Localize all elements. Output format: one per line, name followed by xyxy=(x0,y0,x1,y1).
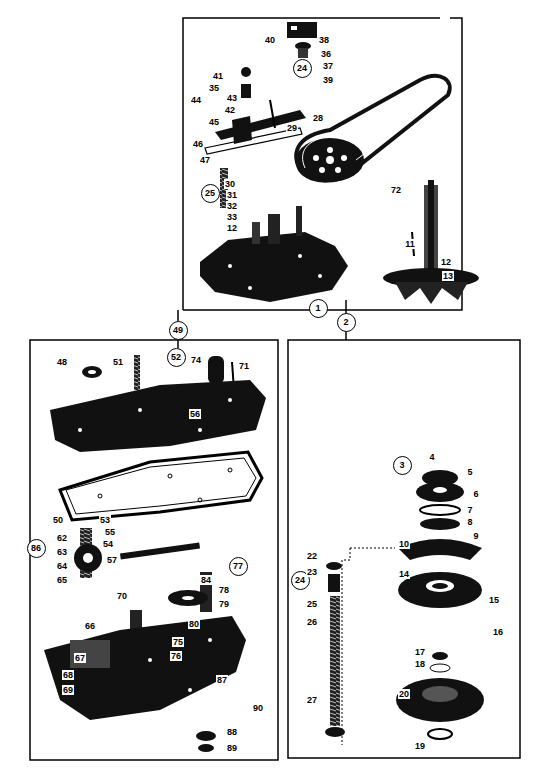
callout-number: 50 xyxy=(52,515,64,525)
callout-number: 64 xyxy=(56,561,68,571)
callout-number: 36 xyxy=(320,49,332,59)
callout-number: 51 xyxy=(112,357,124,367)
callout-number: 43 xyxy=(226,93,238,103)
callout-circle: 24 xyxy=(293,59,312,78)
callout-number: 54 xyxy=(102,539,114,549)
callout-number: 66 xyxy=(84,621,96,631)
callout-circle: 52 xyxy=(167,348,186,367)
callout-number: 42 xyxy=(224,105,236,115)
callout-number: 87 xyxy=(216,675,228,685)
callout-number: 49 xyxy=(173,325,183,335)
callout-number: 12 xyxy=(226,223,238,233)
callout-number: 74 xyxy=(190,355,202,365)
callout-number: 19 xyxy=(414,741,426,751)
callout-number: 80 xyxy=(188,619,200,629)
callout-number: 37 xyxy=(322,61,334,71)
callout-number: 55 xyxy=(104,527,116,537)
callout-number: 35 xyxy=(208,83,220,93)
callout-number: 68 xyxy=(62,670,74,680)
callout-number: 67 xyxy=(74,653,86,663)
callout-number: 46 xyxy=(192,139,204,149)
callout-number: 71 xyxy=(238,361,250,371)
callout-number: 88 xyxy=(226,727,238,737)
callout-number: 25 xyxy=(306,599,318,609)
callout-number: 5 xyxy=(466,467,473,477)
panel-frames xyxy=(30,18,520,760)
callout-number: 24 xyxy=(297,63,307,73)
callout-number: 2 xyxy=(343,317,348,327)
callout-number: 41 xyxy=(212,71,224,81)
callout-number: 77 xyxy=(233,561,243,571)
callout-number: 56 xyxy=(189,409,201,419)
callout-number: 16 xyxy=(492,627,504,637)
callout-number: 23 xyxy=(306,567,318,577)
callout-number: 79 xyxy=(218,599,230,609)
callout-number: 48 xyxy=(56,357,68,367)
callout-number: 7 xyxy=(466,505,473,515)
callout-number: 15 xyxy=(488,595,500,605)
callout-number: 1 xyxy=(315,303,320,313)
callout-number: 8 xyxy=(466,517,473,527)
right-assembly xyxy=(325,470,484,745)
callout-number: 9 xyxy=(472,531,479,541)
callout-number: 39 xyxy=(322,75,334,85)
callout-number: 3 xyxy=(399,460,404,470)
callout-number: 24 xyxy=(295,575,305,585)
callout-number: 10 xyxy=(398,539,410,549)
callout-number: 52 xyxy=(171,352,181,362)
callout-number: 25 xyxy=(205,188,215,198)
callout-number: 38 xyxy=(318,35,330,45)
callout-number: 28 xyxy=(312,113,324,123)
callout-number: 32 xyxy=(226,201,238,211)
callout-number: 76 xyxy=(170,651,182,661)
callout-number: 47 xyxy=(199,155,211,165)
callout-number: 78 xyxy=(218,585,230,595)
callout-number: 70 xyxy=(116,591,128,601)
callout-number: 53 xyxy=(99,515,111,525)
top-assembly xyxy=(200,22,479,304)
callout-number: 6 xyxy=(472,489,479,499)
callout-number: 90 xyxy=(252,703,264,713)
callout-number: 4 xyxy=(428,452,435,462)
callout-number: 26 xyxy=(306,617,318,627)
callout-number: 13 xyxy=(442,271,454,281)
callout-number: 40 xyxy=(264,35,276,45)
callout-number: 65 xyxy=(56,575,68,585)
callout-number: 86 xyxy=(31,543,41,553)
callout-number: 89 xyxy=(226,743,238,753)
callout-number: 30 xyxy=(224,179,236,189)
callout-number: 20 xyxy=(398,689,410,699)
callout-number: 11 xyxy=(404,239,416,249)
callout-number: 33 xyxy=(226,212,238,222)
left-assembly xyxy=(44,355,266,752)
callout-number: 45 xyxy=(208,117,220,127)
callout-number: 44 xyxy=(190,95,202,105)
callout-circle: 86 xyxy=(27,539,46,558)
callout-number: 31 xyxy=(226,190,238,200)
callout-number: 75 xyxy=(172,637,184,647)
callout-number: 62 xyxy=(56,533,68,543)
callout-number: 63 xyxy=(56,547,68,557)
callout-number: 84 xyxy=(200,575,212,585)
callout-circle: 49 xyxy=(169,321,188,340)
callout-number: 72 xyxy=(390,185,402,195)
callout-number: 27 xyxy=(306,695,318,705)
callout-circle: 3 xyxy=(393,456,412,475)
callout-number: 69 xyxy=(62,685,74,695)
callout-number: 14 xyxy=(398,569,410,579)
callout-number: 57 xyxy=(106,555,118,565)
callout-circle: 25 xyxy=(201,184,220,203)
callout-number: 29 xyxy=(286,123,298,133)
callout-circle: 2 xyxy=(337,313,356,332)
callout-circle: 77 xyxy=(229,557,248,576)
callout-number: 18 xyxy=(414,659,426,669)
callout-number: 12 xyxy=(440,257,452,267)
callout-circle: 1 xyxy=(309,299,328,318)
callout-number: 17 xyxy=(414,647,426,657)
callout-number: 22 xyxy=(306,551,318,561)
